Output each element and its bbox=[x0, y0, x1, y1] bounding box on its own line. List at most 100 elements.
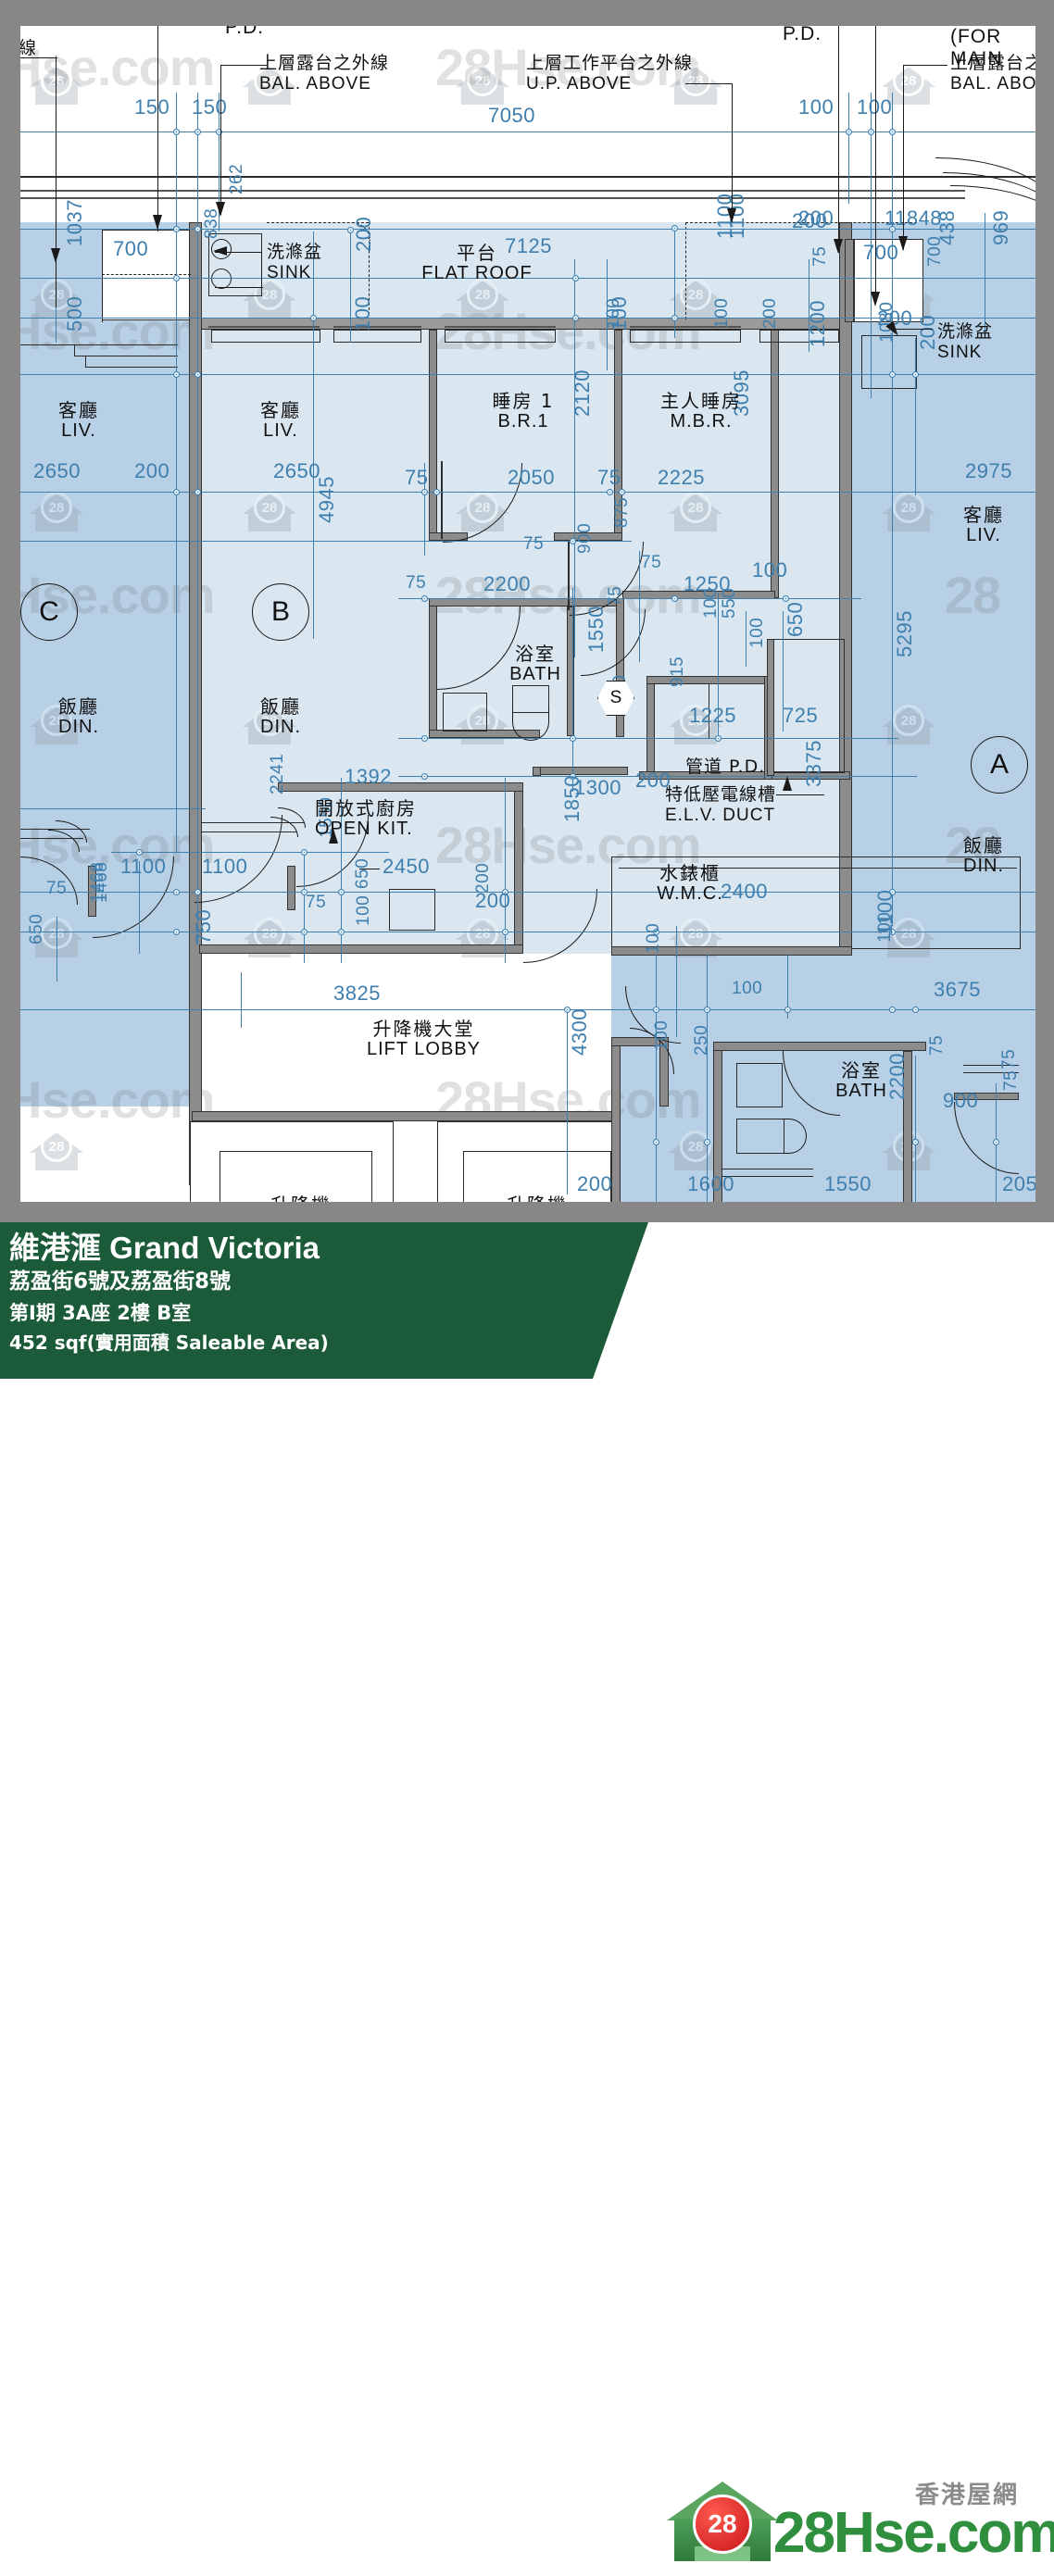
exterior-wall-top bbox=[201, 318, 849, 330]
balcony-step-line bbox=[85, 356, 87, 368]
dim-node bbox=[912, 1007, 919, 1013]
dim-node bbox=[889, 371, 896, 378]
bath-b-wall-left bbox=[429, 598, 437, 737]
dim-label: 200 bbox=[134, 459, 170, 482]
sink-leader-left bbox=[215, 252, 261, 254]
dim-label: 100 bbox=[857, 97, 892, 118]
room-label-en: M.B.R. bbox=[670, 411, 733, 432]
room-label-cn: 浴室 bbox=[841, 1059, 882, 1082]
dim-node bbox=[421, 595, 428, 602]
dim-label: 1392 bbox=[345, 765, 392, 788]
room-label-cn: 客廳 bbox=[260, 399, 301, 421]
unit-circle-c: C bbox=[20, 583, 78, 641]
dim-node bbox=[704, 1139, 710, 1145]
sink-leader-left bbox=[261, 252, 263, 287]
dim-label: 75 bbox=[999, 1048, 1019, 1069]
dim-line bbox=[20, 229, 1035, 230]
dim-label: 262 bbox=[227, 163, 246, 194]
dim-node bbox=[347, 227, 354, 233]
dim-label-extra: 100 bbox=[875, 911, 895, 943]
unit-circle-b: B bbox=[252, 583, 309, 641]
dim-node bbox=[572, 315, 579, 321]
dim-node bbox=[338, 889, 345, 895]
dim-node bbox=[301, 889, 307, 895]
room-label-din-a: 飯廳 DIN. bbox=[937, 835, 1030, 877]
dim-line bbox=[20, 278, 1035, 279]
dim-line bbox=[574, 259, 575, 657]
dim-node bbox=[607, 489, 613, 495]
dim-label: 2200 bbox=[483, 572, 531, 595]
dim-label-extra: 200 bbox=[473, 862, 493, 894]
dim-label: 1225 bbox=[689, 704, 736, 727]
up-above-dashed bbox=[369, 222, 370, 315]
dim-label: 200 bbox=[577, 1172, 613, 1195]
dim-node bbox=[704, 1007, 710, 1013]
dim-label-extra: 75 bbox=[927, 1034, 947, 1056]
dim-label: 500 bbox=[63, 295, 86, 331]
dim-node bbox=[564, 1007, 571, 1013]
project-address: 荔盈街6號及荔盈街8號 bbox=[9, 1269, 232, 1294]
dim-label: 1550 bbox=[584, 606, 608, 653]
dim-line bbox=[674, 227, 675, 338]
building-outline bbox=[20, 190, 965, 192]
dim-node bbox=[194, 489, 201, 495]
dim-line bbox=[915, 1056, 916, 1213]
dim-label: 150 bbox=[134, 95, 170, 119]
room-label-cn: 飯廳 bbox=[58, 695, 99, 718]
kit-arrow bbox=[329, 829, 338, 844]
dim-label: 100 bbox=[354, 894, 373, 926]
room-label-cn: 飯廳 bbox=[963, 834, 1004, 857]
note-cn: 洗滌盆 bbox=[267, 242, 323, 262]
dim-node bbox=[216, 129, 222, 135]
watermark-badge: 28 bbox=[456, 57, 509, 111]
leader-line bbox=[220, 65, 267, 67]
elv-arrow bbox=[783, 776, 792, 791]
dim-node bbox=[173, 489, 180, 495]
dim-line bbox=[350, 231, 351, 343]
building-outline bbox=[20, 197, 965, 199]
flat-roof-sill bbox=[333, 326, 421, 328]
dim-node bbox=[421, 489, 428, 495]
dim-label: 75 bbox=[46, 879, 68, 898]
footer-text-block: 維港滙 Grand Victoria 荔盈街6號及荔盈街8號 第I期 3A座 2… bbox=[9, 1230, 329, 1357]
dim-label: 200 bbox=[798, 206, 834, 230]
room-label-wmc: 水錶櫃 W.M.C. bbox=[639, 863, 741, 905]
unit-c-fill bbox=[20, 222, 201, 1107]
brand-logo[interactable]: 28 28Hse.com 香港屋網 bbox=[667, 2474, 1054, 2576]
dim-label: 100 bbox=[604, 297, 623, 329]
watermark-badge: 28 bbox=[882, 57, 935, 111]
room-label-en: LIV. bbox=[61, 420, 96, 442]
note-en: SINK bbox=[267, 262, 312, 282]
window-bay bbox=[333, 330, 421, 343]
dim-node bbox=[889, 1007, 896, 1013]
dim-label: 75 bbox=[606, 585, 625, 606]
room-label-lift-lobby: 升降機大堂 LIFT LOBBY bbox=[343, 1019, 505, 1060]
dim-node bbox=[421, 773, 428, 780]
dim-line bbox=[915, 338, 916, 495]
dim-label: 2120 bbox=[571, 369, 594, 417]
dim-node bbox=[310, 315, 317, 321]
house-icon: 28 bbox=[667, 2482, 778, 2561]
kitchen-wall-top bbox=[278, 782, 523, 792]
dim-node bbox=[173, 889, 180, 895]
project-name: 維港滙 Grand Victoria bbox=[9, 1231, 320, 1265]
page-border-bottom bbox=[0, 1202, 1054, 1222]
flat-roof-sill bbox=[630, 326, 741, 328]
watermark-badge: 28 bbox=[243, 57, 296, 111]
dim-node bbox=[173, 929, 180, 935]
dim-label: 2225 bbox=[658, 466, 705, 489]
dim-label: 75 bbox=[523, 534, 545, 554]
dim-label: 100 bbox=[732, 979, 763, 998]
dim-line bbox=[783, 611, 784, 732]
watermark-badge: 28 bbox=[30, 697, 83, 751]
footer-green-panel bbox=[0, 1222, 648, 1379]
dim-line bbox=[313, 231, 314, 639]
dim-label: 4945 bbox=[315, 476, 338, 523]
note-bal-above-right: 上層露台之外線 BAL. ABOV bbox=[950, 53, 1054, 94]
room-label-en: DIN. bbox=[58, 717, 99, 738]
sink-dashed-left bbox=[102, 230, 103, 322]
dim-line bbox=[111, 852, 389, 853]
dim-line bbox=[20, 318, 1035, 319]
room-label-din-c: 飯廳 DIN. bbox=[28, 696, 130, 738]
kitchen-door-pier bbox=[287, 866, 295, 910]
